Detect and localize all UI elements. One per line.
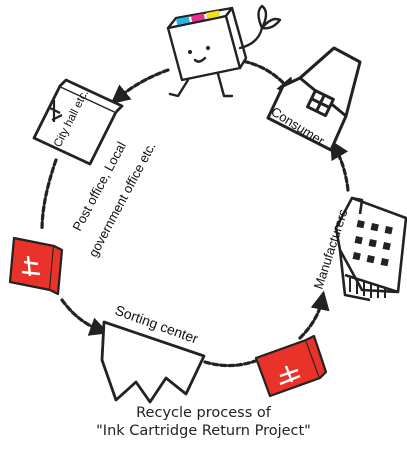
ink-cartridge-mascot-icon [166,4,282,98]
post-box-icon [8,236,64,296]
post-box-icon [254,334,328,398]
arc-manufacturers-to-consumer [330,139,350,192]
arc-postbox-to-manufacturers [298,290,330,340]
arc-sorting-to-postbox [203,358,260,368]
sorting-center-building-icon [100,320,206,404]
arc-cityhall-to-postbox [40,158,58,232]
house-icon [266,46,362,152]
factory-icon [334,196,407,302]
caption-line2: "Ink Cartridge Return Project" [96,423,311,439]
arc-mascot-to-cityhall [110,68,170,105]
city-hall-building-icon [32,78,124,166]
arc-postbox-to-sorting [60,298,110,336]
cycle-path [40,58,350,368]
caption-line1: Recycle process of [136,405,271,421]
